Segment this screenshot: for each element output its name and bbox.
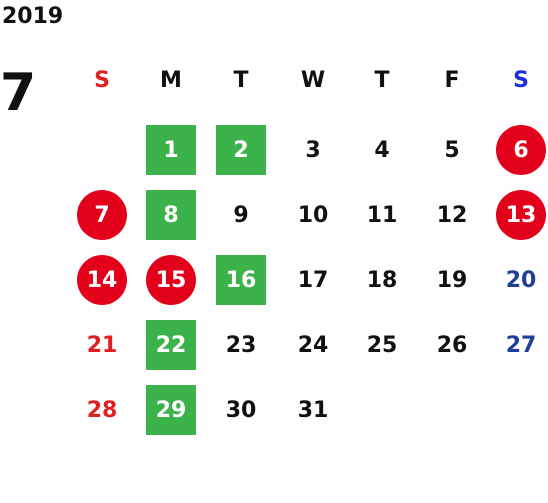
day-cell-21: 21 <box>86 332 118 358</box>
day-cell-26: 26 <box>436 332 468 358</box>
day-cell-4: 4 <box>374 137 390 163</box>
day-cell-24: 24 <box>297 332 329 358</box>
day-cell-31: 31 <box>297 397 329 423</box>
day-cell-30: 30 <box>225 397 257 423</box>
year-label: 2019 <box>2 4 64 29</box>
weekday-header-sunday: S <box>94 67 110 93</box>
day-cell-23: 23 <box>225 332 257 358</box>
day-cell-1: 1 <box>146 125 196 175</box>
day-cell-17: 17 <box>297 267 329 293</box>
weekday-header-monday: M <box>160 67 182 93</box>
day-cell-5: 5 <box>444 137 460 163</box>
day-cell-22: 22 <box>146 320 196 370</box>
day-cell-29: 29 <box>146 385 196 435</box>
day-cell-3: 3 <box>305 137 321 163</box>
day-cell-19: 19 <box>436 267 468 293</box>
day-cell-9: 9 <box>233 202 249 228</box>
weekday-header-friday: F <box>444 67 460 93</box>
day-cell-8: 8 <box>146 190 196 240</box>
day-cell-2: 2 <box>216 125 266 175</box>
weekday-header-saturday: S <box>513 67 529 93</box>
day-cell-14: 14 <box>77 255 127 305</box>
day-cell-20: 20 <box>505 267 537 293</box>
day-cell-7: 7 <box>77 190 127 240</box>
day-cell-25: 25 <box>366 332 398 358</box>
day-cell-13: 13 <box>496 190 546 240</box>
day-cell-6: 6 <box>496 125 546 175</box>
day-cell-27: 27 <box>505 332 537 358</box>
weekday-header-wednesday: W <box>300 67 326 93</box>
day-cell-10: 10 <box>297 202 329 228</box>
day-cell-28: 28 <box>86 397 118 423</box>
day-cell-12: 12 <box>436 202 468 228</box>
month-number: 7 <box>0 63 37 123</box>
day-cell-15: 15 <box>146 255 196 305</box>
day-cell-11: 11 <box>366 202 398 228</box>
day-cell-18: 18 <box>366 267 398 293</box>
day-cell-16: 16 <box>216 255 266 305</box>
weekday-header-thursday: T <box>374 67 390 93</box>
weekday-header-tuesday: T <box>233 67 249 93</box>
